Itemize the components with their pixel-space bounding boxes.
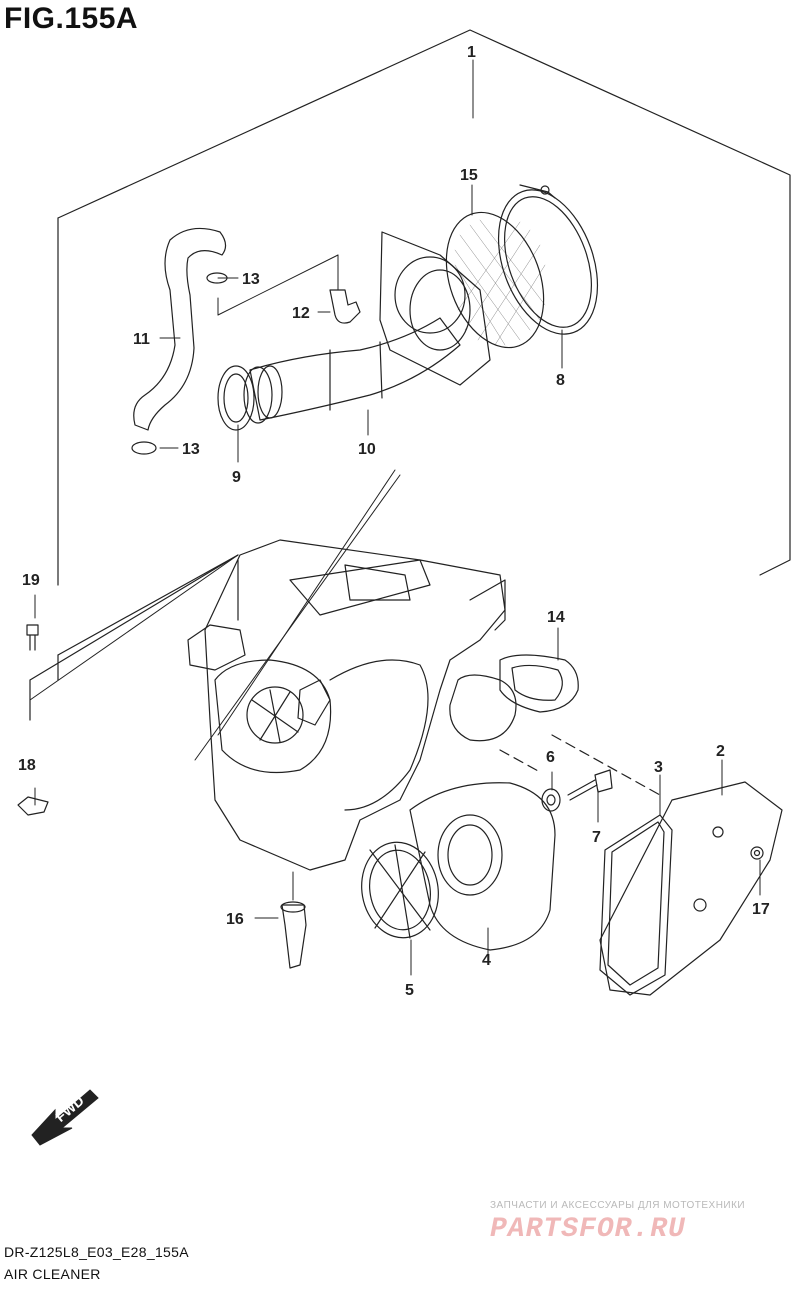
boot-flange (499, 654, 579, 713)
clamp-ring-9 (217, 365, 255, 431)
holder-plate (379, 231, 491, 386)
callout-10: 10 (358, 441, 376, 458)
clip-nut (17, 796, 49, 816)
callout-4: 4 (482, 952, 491, 969)
rubber-boot (449, 674, 517, 742)
drain-plug (281, 904, 307, 969)
bolt-19 (26, 624, 39, 651)
watermark-logo: PARTSFOR.RU (490, 1214, 686, 1245)
figure-name: AIR CLEANER (4, 1266, 101, 1282)
gasket (599, 814, 673, 996)
air-cleaner-box (204, 539, 506, 871)
callout-19: 19 (22, 572, 40, 589)
leader-lines (29, 59, 761, 976)
retaining-band (497, 189, 599, 335)
callout-3: 3 (654, 759, 663, 776)
grommet (541, 788, 561, 812)
callout-14: 14 (547, 609, 565, 626)
assembly-outline-lower (57, 554, 239, 656)
assembly-outline (29, 29, 791, 721)
callout-1: 1 (467, 44, 476, 61)
callout-17: 17 (752, 901, 770, 918)
filter-element (409, 782, 556, 951)
intake-duct (249, 317, 461, 421)
callout-12: 12 (292, 305, 310, 322)
fwd-arrow: FWD (31, 1089, 99, 1146)
callout-13-lower: 13 (182, 441, 200, 458)
callout-6: 6 (546, 749, 555, 766)
callout-13-upper: 13 (242, 271, 260, 288)
callout-7: 7 (592, 829, 601, 846)
watermark-tagline: ЗАПЧАСТИ И АКСЕССУАРЫ ДЛЯ МОТОТЕХНИКИ (490, 1200, 746, 1211)
wing-bolt (567, 779, 598, 801)
callout-5: 5 (405, 982, 414, 999)
callout-15: 15 (460, 167, 478, 184)
callout-2: 2 (716, 743, 725, 760)
mesh-screen (445, 211, 545, 349)
figure-title: FIG.155A (4, 2, 139, 35)
bolt-17 (750, 846, 764, 860)
clamp-13-upper (206, 272, 228, 284)
callout-11: 11 (133, 331, 150, 348)
outer-cover (599, 781, 783, 996)
clamp-13-lower (131, 441, 157, 455)
callout-16: 16 (226, 911, 244, 928)
breather-hose (133, 227, 227, 431)
callout-9: 9 (232, 469, 241, 486)
element-frame (361, 841, 439, 939)
callout-18: 18 (18, 757, 36, 774)
callout-8: 8 (556, 372, 565, 389)
elbow-fitting (329, 289, 361, 324)
figure-code: DR-Z125L8_E03_E28_155A (4, 1244, 189, 1260)
